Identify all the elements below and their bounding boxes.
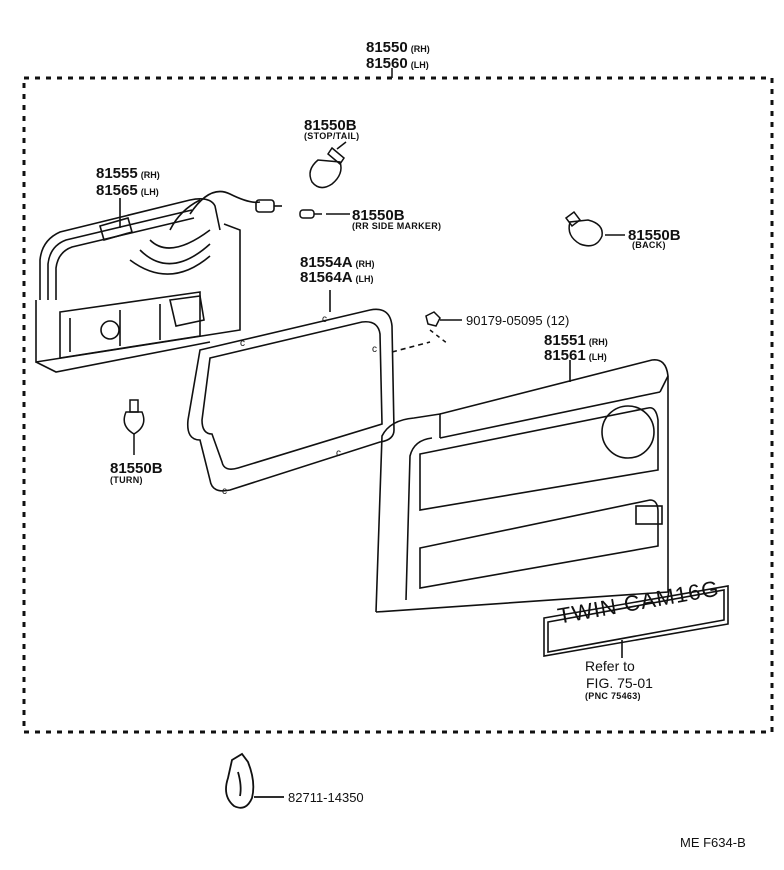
- svg-text:c: c: [222, 486, 227, 497]
- assembly-lh-label: 81560(LH): [366, 56, 429, 71]
- gasket-rh-suffix: (RH): [355, 259, 375, 269]
- stop-tail-bulb-part: 81550B: [304, 117, 357, 134]
- back-bulb-desc: (BACK): [632, 240, 666, 250]
- socket-lh-suffix: (LH): [140, 187, 159, 197]
- turn-bulb: [123, 399, 145, 455]
- assembly-rh-label: 81550(RH): [366, 40, 430, 55]
- gasket: c c c c c: [186, 290, 431, 497]
- gasket-rh-label: 81554A(RH): [300, 255, 375, 270]
- clamp: [225, 752, 284, 809]
- assembly-rh-suffix: (RH): [410, 44, 430, 54]
- turn-bulb-part: 81550B: [110, 460, 163, 477]
- figure-id: ME F634-B: [680, 835, 746, 850]
- lens-lh-label: 81561(LH): [544, 348, 607, 363]
- assembly-lh-suffix: (LH): [410, 60, 429, 70]
- socket-rh-part: 81555: [96, 165, 138, 182]
- lens-rh-suffix: (RH): [588, 337, 608, 347]
- lens-rh-part: 81551: [544, 332, 586, 349]
- back-bulb-part: 81550B: [628, 227, 681, 244]
- side-marker-bulb-desc: (RR SIDE MARKER): [352, 221, 442, 231]
- nut-part: 90179-05095 (12): [466, 313, 570, 328]
- turn-bulb-desc: (TURN): [110, 475, 143, 485]
- svg-text:c: c: [336, 448, 341, 459]
- nut: [425, 311, 462, 345]
- svg-text:c: c: [372, 344, 377, 355]
- assembly-boundary: [22, 76, 774, 734]
- gasket-lh-suffix: (LH): [355, 274, 374, 284]
- refer-line-3: (PNC 75463): [585, 691, 641, 701]
- clamp-part: 82711-14350: [288, 790, 364, 805]
- gasket-lh-part: 81564A: [300, 269, 353, 286]
- socket-lh-label: 81565(LH): [96, 183, 159, 198]
- refer-line-1: Refer to: [585, 658, 635, 674]
- gasket-lh-label: 81564A(LH): [300, 270, 374, 285]
- refer-line-2: FIG. 75-01: [586, 675, 653, 691]
- lens: [375, 359, 669, 613]
- assembly-lh-part: 81560: [366, 55, 408, 72]
- stop-tail-bulb-desc: (STOP/TAIL): [304, 131, 360, 141]
- socket-rh-suffix: (RH): [140, 170, 160, 180]
- gasket-rh-part: 81554A: [300, 254, 353, 271]
- socket-lh-part: 81565: [96, 182, 138, 199]
- lens-rh-label: 81551(RH): [544, 333, 608, 348]
- lens-lh-suffix: (LH): [588, 352, 607, 362]
- svg-text:c: c: [322, 314, 327, 325]
- socket-wire-harness: [35, 190, 282, 373]
- socket-rh-label: 81555(RH): [96, 166, 160, 181]
- back-bulb: [564, 210, 625, 247]
- stop-tail-bulb: [309, 141, 347, 189]
- emblem: [543, 585, 729, 658]
- assembly-rh-part: 81550: [366, 39, 408, 56]
- svg-text:c: c: [240, 338, 245, 349]
- side-marker-bulb: [299, 209, 350, 219]
- lens-lh-part: 81561: [544, 347, 586, 364]
- side-marker-bulb-part: 81550B: [352, 207, 405, 224]
